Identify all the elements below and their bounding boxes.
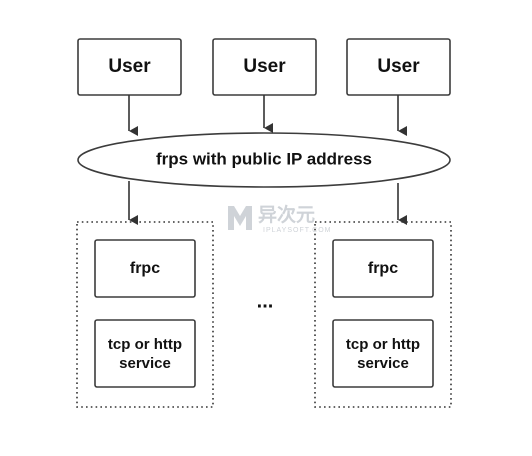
frpc-node: frpc xyxy=(94,239,196,298)
user-label: User xyxy=(243,56,286,77)
watermark-text: 异次元 xyxy=(258,203,315,226)
service-label-line2: service xyxy=(119,355,171,372)
service-node: tcp or http service xyxy=(94,319,196,388)
user-label: User xyxy=(108,56,151,77)
frps-label: frps with public IP address xyxy=(156,149,372,168)
service-label-line1: tcp or http xyxy=(346,336,420,353)
more-clients-ellipsis: ... xyxy=(257,290,274,312)
client-group-1: frpc tcp or http service xyxy=(76,221,214,408)
frps-server-node: frps with public IP address xyxy=(77,132,451,188)
client-group-border xyxy=(76,221,214,408)
watermark-logo-icon xyxy=(228,206,252,230)
watermark-subtext: IPLAYSOFT.COM xyxy=(263,227,332,234)
service-node: tcp or http service xyxy=(332,319,434,388)
frpc-node: frpc xyxy=(332,239,434,298)
frpc-label: frpc xyxy=(130,260,160,277)
user-node-3: User xyxy=(346,38,451,96)
user-node-1: User xyxy=(77,38,182,96)
user-node-2: User xyxy=(212,38,317,96)
service-label-line1: tcp or http xyxy=(108,336,182,353)
watermark-logo: 异次元 IPLAYSOFT.COM xyxy=(228,203,332,234)
frpc-label: frpc xyxy=(368,260,398,277)
client-group-border xyxy=(314,221,452,408)
client-group-2: frpc tcp or http service xyxy=(314,221,452,408)
service-label-line2: service xyxy=(357,355,409,372)
user-label: User xyxy=(377,56,420,77)
